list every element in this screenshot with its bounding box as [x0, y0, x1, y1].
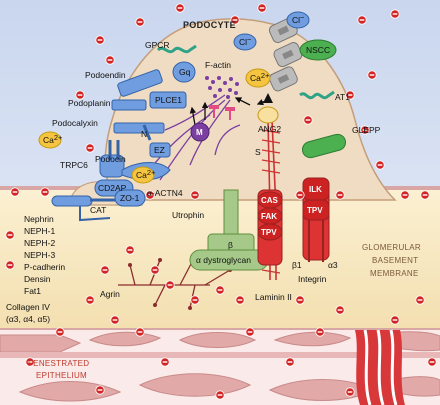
ilk-tpv-stack	[302, 177, 330, 262]
slit-item: Densin	[24, 274, 51, 284]
slit-item: Fat1	[24, 286, 41, 296]
utrophin-label: Utrophin	[172, 210, 204, 220]
cl-out-label: Cl−	[292, 13, 305, 25]
dystroglycan-label: α dystroglycan	[196, 255, 251, 265]
collagen-subunits-label: (α3, α4, α5)	[6, 314, 50, 324]
ang2-bubble	[257, 106, 279, 124]
glepp-protein	[301, 133, 347, 159]
ca-ext-label: Ca2+	[43, 133, 63, 145]
cl-ion-in	[233, 33, 257, 51]
inhibitory-markers	[209, 105, 235, 120]
ez-label: EZ	[154, 145, 165, 155]
beta1-label: β1	[292, 260, 302, 270]
alpha3-label: α3	[328, 260, 338, 270]
left-membrane-proteins	[111, 69, 187, 158]
cd2ap-label: CD2AP	[98, 183, 127, 193]
tpv1-label: TPV	[261, 228, 277, 237]
at1-glepp-group	[257, 90, 347, 159]
agrin-label: Agrin	[100, 289, 120, 299]
ca-channel-label: Ca2+	[250, 71, 270, 83]
cl-ion-out	[286, 11, 310, 29]
calcium-ions	[38, 131, 155, 184]
plce1-box	[149, 91, 187, 109]
podoendin-label: Podoendin	[85, 70, 126, 80]
beta-label: β	[228, 240, 233, 250]
slit-item: NEPH-2	[24, 238, 55, 248]
f-actin-label: F-actin	[205, 60, 231, 70]
laminin-label: Laminin II	[255, 292, 292, 302]
ez-box	[149, 142, 171, 158]
integrin-label: Integrin	[298, 274, 327, 284]
cas-label: CAS	[261, 196, 279, 205]
nscc-channel	[299, 39, 337, 61]
gq-protein	[172, 61, 196, 83]
epithelium-label-line2: EPITHELIUM	[36, 371, 87, 380]
plce1-label: PLCE1	[155, 95, 182, 105]
gq-label: Gq	[179, 67, 191, 77]
fak-label: FAK	[261, 212, 277, 221]
cl-in-label: Cl−	[239, 35, 252, 47]
m-node	[190, 122, 210, 142]
zo1-shape	[114, 189, 146, 207]
f-actin-cluster	[205, 76, 239, 99]
podocalyxin-protein	[113, 122, 165, 134]
tpv2-label: TPV	[307, 206, 323, 215]
slit-diaphragm-list: Nephrin NEPH-1 NEPH-2 NEPH-3 P-cadherin …	[24, 214, 65, 296]
cas-fak-tpv-stack	[257, 189, 283, 266]
epithelium-label-line1: FENESTRATED	[28, 359, 89, 368]
podocin-label: Podocin	[95, 154, 126, 164]
ca-int-label: Ca2+	[136, 168, 156, 180]
slit-item: NEPH-1	[24, 226, 55, 236]
slit-item: Nephrin	[24, 214, 54, 224]
podocalyxin-label: Podocalyxin	[52, 118, 98, 128]
gpcr-complex	[156, 44, 197, 83]
trpc6-label: TRPC6	[60, 160, 88, 170]
gbm-label-line1: GLOMERULAR	[362, 243, 421, 252]
cat-label: CAT	[90, 205, 106, 215]
podoplanin-protein	[111, 99, 147, 111]
slit-item: NEPH-3	[24, 250, 55, 260]
actn4-label: α-ACTN4	[147, 188, 183, 198]
slit-diaphragm-complex	[51, 179, 146, 222]
nscc-label: NSCC	[306, 45, 330, 55]
n-label: N	[141, 129, 147, 139]
ilk-label: ILK	[309, 185, 322, 194]
gbm-label-line3: MEMBRANE	[370, 269, 419, 278]
at1-label: AT1	[335, 92, 350, 102]
gbm-label-line2: BASEMENT	[372, 256, 418, 265]
slit-item: P-cadherin	[24, 262, 65, 272]
right-channels	[233, 11, 337, 92]
glepp-label: GLEPP	[352, 125, 381, 135]
podoendin-protein	[117, 69, 163, 97]
gpcr-label: GPCR	[145, 40, 170, 50]
capillary-vessel	[0, 329, 440, 405]
podocyte-title: PODOCYTE	[183, 20, 236, 30]
m-label: M	[196, 128, 203, 137]
ang2-label: ANG2	[258, 124, 281, 134]
s-label: S	[255, 147, 261, 157]
agrin-branches	[118, 259, 231, 309]
dystroglycan-complex	[189, 124, 269, 271]
podoplanin-label: Podoplanin	[68, 98, 111, 108]
zo1-label: ZO-1	[120, 193, 140, 203]
collagen-label: Collagen IV	[6, 302, 50, 312]
ca-ion-channel	[245, 68, 271, 88]
